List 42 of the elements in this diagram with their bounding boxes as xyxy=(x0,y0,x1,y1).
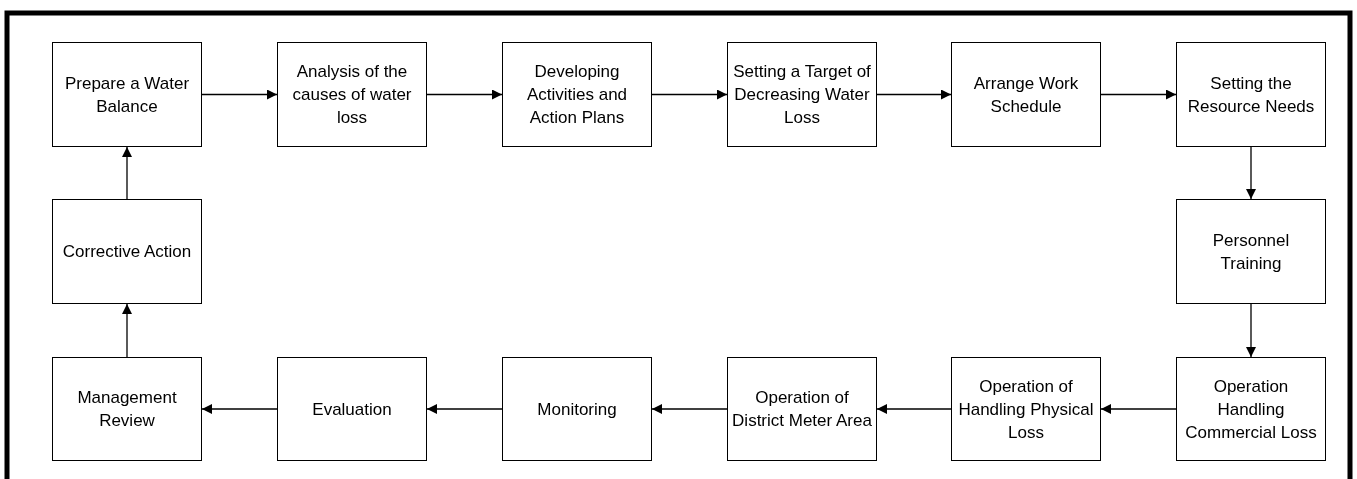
box-label: Operation of Handling Physical Loss xyxy=(957,375,1095,444)
arrow xyxy=(1246,303,1256,358)
box-label: Arrange Work Schedule xyxy=(972,72,1080,118)
process-box xyxy=(727,357,877,461)
box-label: Monitoring xyxy=(536,398,618,421)
process-box xyxy=(502,357,652,461)
process-box xyxy=(52,357,202,461)
box-label: Evaluation xyxy=(311,398,393,421)
arrow xyxy=(426,89,503,100)
process-box xyxy=(1176,357,1326,461)
box-label: Developing Activities and Action Plans xyxy=(525,61,629,129)
process-box xyxy=(951,42,1101,147)
arrow xyxy=(201,404,278,414)
process-box xyxy=(52,199,202,304)
process-box xyxy=(277,42,427,147)
box-label: Operation Handling Commercial Loss xyxy=(1184,375,1318,444)
arrow xyxy=(1100,89,1177,100)
box-label: Analysis of the causes of water loss xyxy=(291,61,413,129)
box-label: Setting the Resource Needs xyxy=(1186,72,1316,118)
arrow xyxy=(651,89,728,100)
process-box xyxy=(1176,199,1326,304)
arrow xyxy=(651,404,728,414)
arrow xyxy=(1246,146,1256,200)
arrow xyxy=(122,303,132,358)
box-label: Corrective Action xyxy=(61,241,193,263)
arrow xyxy=(122,146,132,200)
box-label: Management Review xyxy=(76,387,178,432)
box-label: Personnel Training xyxy=(1211,229,1291,275)
process-box xyxy=(951,357,1101,461)
box-label: Setting a Target of Decreasing Water Loss xyxy=(732,61,872,129)
process-box xyxy=(277,357,427,461)
process-box xyxy=(502,42,652,147)
box-label: Prepare a Water Balance xyxy=(63,72,191,118)
process-box xyxy=(52,42,202,147)
process-box xyxy=(1176,42,1326,147)
arrow xyxy=(876,89,952,100)
box-label: Operation of District Meter Area xyxy=(731,387,873,432)
arrow xyxy=(876,404,952,414)
arrow xyxy=(426,404,503,414)
arrow xyxy=(201,89,278,100)
arrow xyxy=(1100,404,1177,414)
process-box xyxy=(727,42,877,147)
